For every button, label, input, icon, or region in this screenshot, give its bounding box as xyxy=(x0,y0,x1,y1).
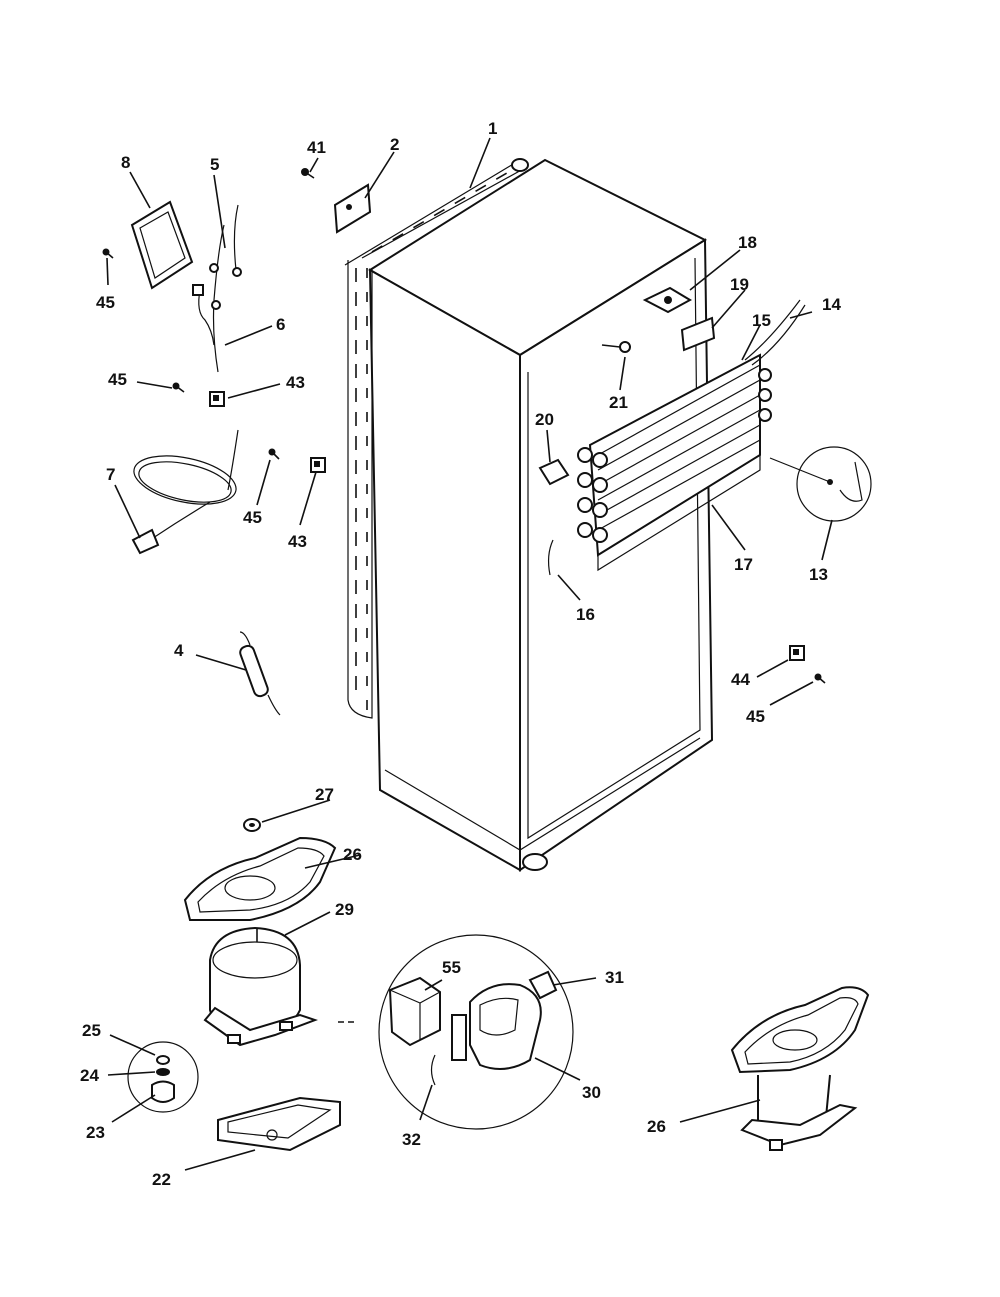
wire-harness xyxy=(192,204,242,373)
label-part-30: 30 xyxy=(582,1083,601,1102)
power-cord xyxy=(131,429,239,555)
clip-part xyxy=(538,458,570,486)
screw-part xyxy=(102,248,114,259)
label-part-41: 41 xyxy=(307,138,326,157)
label-part-20: 20 xyxy=(535,410,554,429)
label-part-23: 23 xyxy=(86,1123,105,1142)
evaporator-panel xyxy=(577,353,772,572)
label-part-2: 2 xyxy=(390,135,399,154)
label-part-25: 25 xyxy=(82,1021,101,1040)
label-part-4: 4 xyxy=(174,641,184,660)
screw-part xyxy=(301,168,315,179)
label-part-22: 22 xyxy=(152,1170,171,1189)
clip-part xyxy=(209,391,225,407)
screw-part xyxy=(814,673,826,684)
condenser-coil xyxy=(344,158,529,719)
label-part-27: 27 xyxy=(315,785,334,804)
label-part-45: 45 xyxy=(108,370,127,389)
label-part-32: 32 xyxy=(402,1130,421,1149)
part-labels: 1 2 41 8 5 45 6 45 43 7 45 43 4 18 19 15… xyxy=(80,119,841,1189)
screw-part xyxy=(268,448,280,460)
thermostat-housing xyxy=(642,286,693,314)
compressor-bracket xyxy=(217,1096,341,1152)
label-part-17: 17 xyxy=(734,555,753,574)
label-part-8: 8 xyxy=(121,153,130,172)
label-part-45: 45 xyxy=(746,707,765,726)
label-part-1: 1 xyxy=(488,119,497,138)
refrigerator-cabinet xyxy=(368,158,714,872)
label-part-45: 45 xyxy=(96,293,115,312)
clip-part xyxy=(310,457,326,473)
label-part-13: 13 xyxy=(809,565,828,584)
label-part-15: 15 xyxy=(752,311,771,330)
leader-lines xyxy=(106,137,833,1171)
label-part-21: 21 xyxy=(609,393,628,412)
drier-part xyxy=(239,631,281,716)
label-part-16: 16 xyxy=(576,605,595,624)
label-part-26: 26 xyxy=(647,1117,666,1136)
label-part-55: 55 xyxy=(442,958,461,977)
grommet-part xyxy=(601,341,631,353)
grommet-part xyxy=(243,818,261,832)
label-part-18: 18 xyxy=(738,233,757,252)
label-part-26: 26 xyxy=(343,845,362,864)
detail-circle-13 xyxy=(769,446,872,522)
cover-plate xyxy=(130,200,194,290)
screw-part xyxy=(172,382,185,393)
label-part-43: 43 xyxy=(286,373,305,392)
label-part-6: 6 xyxy=(276,315,285,334)
label-part-14: 14 xyxy=(822,295,841,314)
label-part-43: 43 xyxy=(288,532,307,551)
clip-part xyxy=(789,645,805,661)
label-part-44: 44 xyxy=(731,670,750,689)
label-part-5: 5 xyxy=(210,155,219,174)
label-part-29: 29 xyxy=(335,900,354,919)
compressor xyxy=(203,926,318,1047)
mount-detail-circle xyxy=(127,1041,199,1113)
tube-part xyxy=(744,299,806,366)
compressor-with-pan xyxy=(730,986,870,1151)
bracket-part xyxy=(680,316,716,352)
label-part-19: 19 xyxy=(730,275,749,294)
bracket-part xyxy=(333,183,372,234)
label-part-24: 24 xyxy=(80,1066,99,1085)
label-part-31: 31 xyxy=(605,968,624,987)
label-part-7: 7 xyxy=(106,465,115,484)
electrical-detail-circle xyxy=(338,934,574,1130)
label-part-45: 45 xyxy=(243,508,262,527)
drain-pan xyxy=(183,836,337,921)
tube-clip xyxy=(547,539,554,576)
